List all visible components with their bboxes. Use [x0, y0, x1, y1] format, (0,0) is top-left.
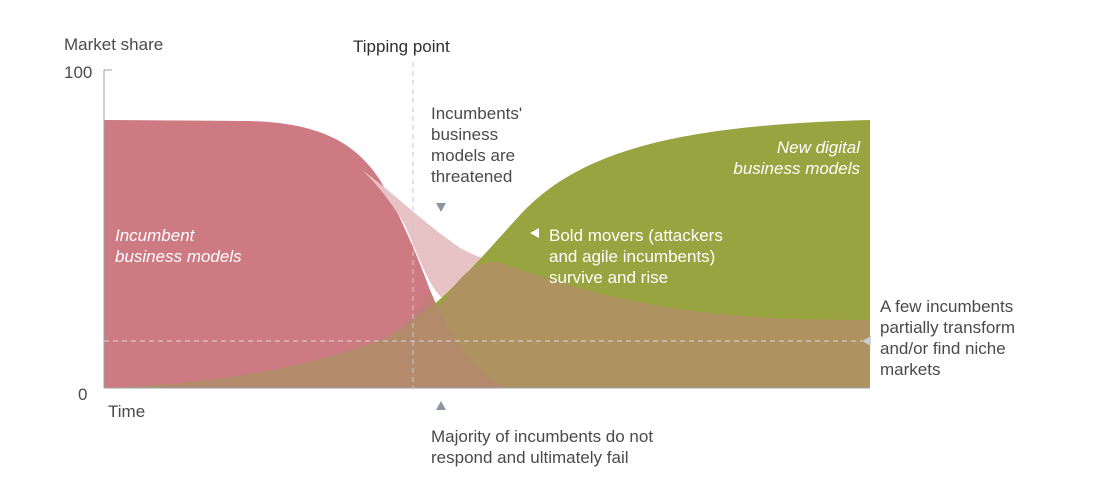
- triangle-right-icon: [862, 336, 871, 346]
- threatened-area: [362, 170, 500, 300]
- overlap-area: [104, 262, 870, 388]
- bold-movers-annotation: Bold movers (attackers and agile incumbe…: [549, 226, 723, 287]
- triangle-left-icon: [530, 228, 539, 238]
- threatened-annotation: Incumbents' business models are threaten…: [431, 104, 523, 186]
- tipping-point-label: Tipping point: [353, 37, 450, 56]
- majority-fail-annotation: Majority of incumbents do not respond an…: [431, 427, 654, 467]
- triangle-up-icon: [436, 401, 446, 410]
- incumbent-tail: [104, 290, 510, 388]
- few-incumbents-annotation: A few incumbents partially transform and…: [880, 297, 1016, 379]
- incumbent-models-label: Incumbent business models: [115, 226, 242, 266]
- y-axis-bottom-tick-label: 0: [78, 385, 88, 404]
- y-axis-top-tick-label: 100: [64, 63, 93, 82]
- x-axis-title: Time: [108, 402, 146, 421]
- y-axis-title: Market share: [64, 35, 164, 54]
- new-digital-models-label: New digital business models: [733, 138, 860, 178]
- triangle-down-icon: [436, 203, 446, 212]
